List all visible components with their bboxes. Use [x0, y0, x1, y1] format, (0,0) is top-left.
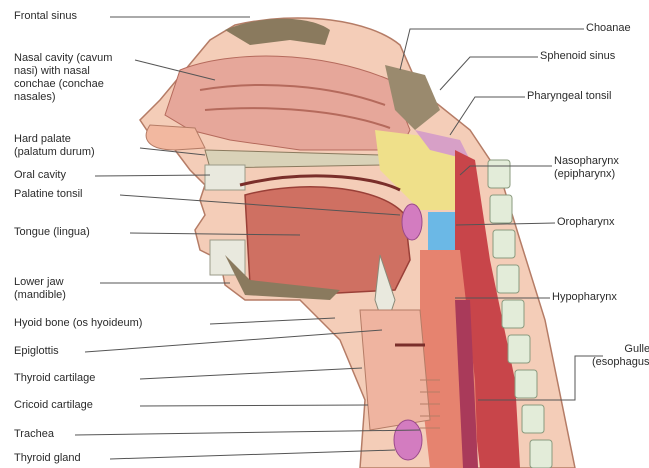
label-text: Nasal cavity (cavum [14, 52, 112, 65]
label-text: Epiglottis [14, 345, 59, 357]
label-trachea: Trachea [14, 428, 54, 441]
label-text: Hyoid bone (os hyoideum) [14, 317, 142, 329]
label-cricoid-cartilage: Cricoid cartilage [14, 399, 93, 412]
label-text: Choanae [586, 22, 631, 34]
label-text: nasales) [14, 91, 112, 104]
label-nasopharynx: Nasopharynx (epipharynx) [554, 155, 619, 181]
thyroid-gland-shape [394, 420, 422, 460]
larynx-shape [360, 310, 430, 430]
label-text: (epipharynx) [554, 168, 619, 181]
label-hyoid-bone: Hyoid bone (os hyoideum) [14, 317, 142, 330]
label-sphenoid-sinus: Sphenoid sinus [540, 50, 615, 63]
label-text: Lower jaw [14, 276, 66, 289]
oropharynx-region [428, 212, 456, 250]
label-text: Thyroid cartilage [14, 372, 95, 384]
label-pharyngeal-tonsil: Pharyngeal tonsil [527, 90, 611, 103]
label-text: Oropharynx [557, 216, 614, 228]
label-text: Oral cavity [14, 169, 66, 181]
label-frontal-sinus: Frontal sinus [14, 10, 77, 23]
label-oral-cavity: Oral cavity [14, 169, 66, 182]
label-text: Tongue (lingua) [14, 226, 90, 238]
label-text: Hard palate [14, 133, 95, 146]
label-oropharynx: Oropharynx [557, 216, 614, 229]
label-text: conchae (conchae [14, 78, 112, 91]
label-tongue: Tongue (lingua) [14, 226, 90, 239]
label-lower-jaw: Lower jaw (mandible) [14, 276, 66, 302]
label-text: Pharyngeal tonsil [527, 90, 611, 102]
label-text: Sphenoid sinus [540, 50, 615, 62]
label-hypopharynx: Hypopharynx [552, 291, 617, 304]
label-epiglottis: Epiglottis [14, 345, 59, 358]
label-text: Gullet [592, 343, 649, 356]
label-text: Thyroid gland [14, 452, 81, 464]
label-text: Frontal sinus [14, 10, 77, 22]
label-text: Nasopharynx [554, 155, 619, 168]
label-text: (palatum durum) [14, 146, 95, 159]
label-text: Cricoid cartilage [14, 399, 93, 411]
label-thyroid-cartilage: Thyroid cartilage [14, 372, 95, 385]
label-text: (esophagus) [592, 356, 649, 369]
label-text: Palatine tonsil [14, 188, 83, 200]
label-hard-palate: Hard palate (palatum durum) [14, 133, 95, 159]
label-thyroid-gland: Thyroid gland [14, 452, 81, 465]
label-text: Hypopharynx [552, 291, 617, 303]
label-text: Trachea [14, 428, 54, 440]
label-palatine-tonsil: Palatine tonsil [14, 188, 83, 201]
label-gullet: Gullet (esophagus) [592, 343, 649, 369]
label-text: (mandible) [14, 289, 66, 302]
label-nasal-cavity: Nasal cavity (cavum nasi) with nasal con… [14, 52, 112, 104]
label-choanae: Choanae [586, 22, 631, 35]
label-text: nasi) with nasal [14, 65, 112, 78]
